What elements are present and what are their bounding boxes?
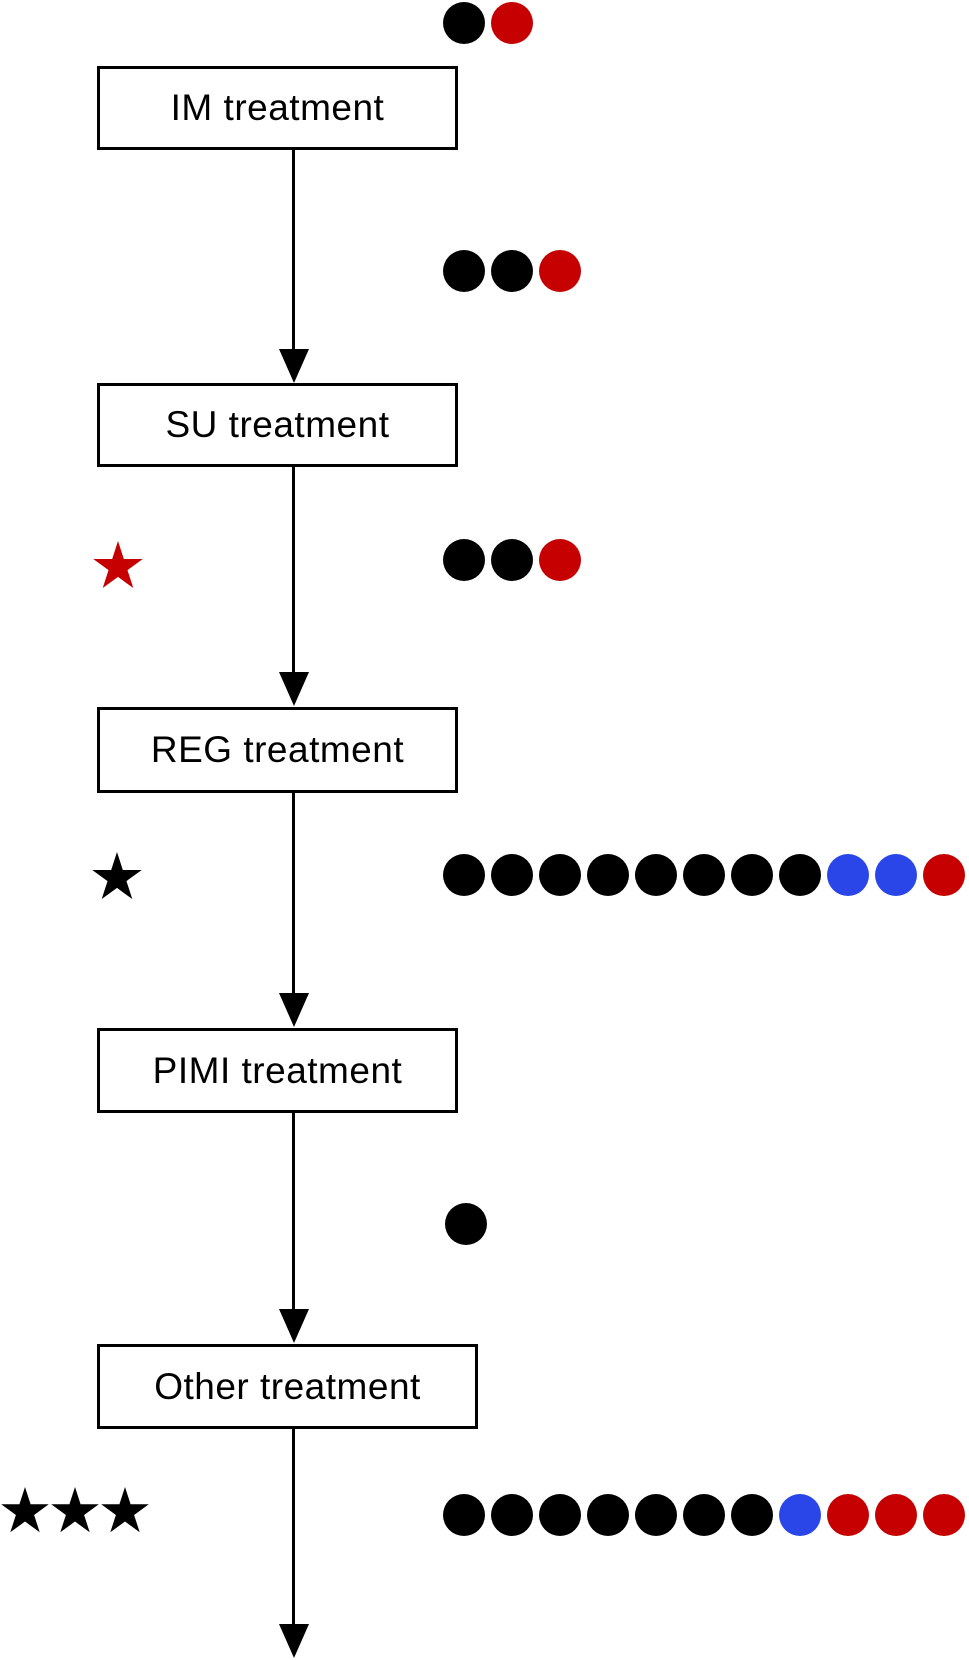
box-pimi-label: PIMI treatment bbox=[152, 1049, 403, 1091]
arrow-im-to-su-shaft bbox=[292, 150, 295, 350]
triple-black-star-marker bbox=[0, 1487, 150, 1537]
black-dot bbox=[443, 250, 485, 292]
arrow-im-to-su-arrowhead-icon bbox=[279, 349, 309, 383]
box-su-label: SU treatment bbox=[165, 404, 390, 445]
arrow-su-to-reg-shaft bbox=[292, 467, 295, 673]
black-star-marker bbox=[91, 852, 143, 904]
arrow-reg-to-pimi-shaft bbox=[292, 793, 295, 994]
blue-dot bbox=[827, 854, 869, 896]
black-dot bbox=[491, 250, 533, 292]
black-dot bbox=[683, 854, 725, 896]
dot-row-above-su bbox=[443, 250, 581, 292]
black-dot bbox=[635, 854, 677, 896]
red-dot bbox=[875, 1494, 917, 1536]
black-dot bbox=[491, 539, 533, 581]
black-dot bbox=[539, 1494, 581, 1536]
blue-dot bbox=[779, 1494, 821, 1536]
black-dot bbox=[731, 854, 773, 896]
red-dot bbox=[491, 2, 533, 44]
black-star-icon bbox=[51, 1487, 99, 1533]
red-dot bbox=[539, 250, 581, 292]
arrow-pimi-to-other-arrowhead-icon bbox=[279, 1309, 309, 1343]
dot-row-above-pimi bbox=[443, 854, 965, 896]
arrow-other-down-shaft bbox=[292, 1429, 295, 1625]
box-other-treatment: Other treatment bbox=[97, 1344, 478, 1429]
black-dot bbox=[635, 1494, 677, 1536]
black-dot bbox=[779, 854, 821, 896]
black-dot bbox=[491, 854, 533, 896]
red-dot bbox=[923, 1494, 965, 1536]
red-dot bbox=[923, 854, 965, 896]
red-dot bbox=[539, 539, 581, 581]
arrow-other-down-arrowhead-icon bbox=[279, 1624, 309, 1658]
black-dot bbox=[587, 854, 629, 896]
arrow-reg-to-pimi-arrowhead-icon bbox=[279, 993, 309, 1027]
black-star-icon bbox=[92, 852, 142, 900]
dot-row-below-other bbox=[443, 1494, 965, 1536]
blue-dot bbox=[875, 854, 917, 896]
box-pimi-treatment: PIMI treatment bbox=[97, 1028, 458, 1113]
arrow-su-to-reg-arrowhead-icon bbox=[279, 672, 309, 706]
red-star-icon bbox=[93, 541, 143, 589]
box-reg-treatment: REG treatment bbox=[97, 707, 458, 793]
black-star-icon bbox=[101, 1487, 149, 1533]
box-im-label: IM treatment bbox=[170, 87, 385, 128]
black-star-icon bbox=[1, 1487, 49, 1533]
box-im-treatment: IM treatment bbox=[97, 66, 458, 150]
black-dot bbox=[445, 1203, 487, 1245]
black-dot bbox=[443, 854, 485, 896]
red-star-marker bbox=[92, 541, 144, 593]
black-dot bbox=[539, 854, 581, 896]
dot-row-above-im bbox=[443, 2, 533, 44]
black-dot bbox=[587, 1494, 629, 1536]
box-su-treatment: SU treatment bbox=[97, 383, 458, 467]
black-dot bbox=[443, 1494, 485, 1536]
black-dot bbox=[683, 1494, 725, 1536]
black-dot bbox=[443, 539, 485, 581]
dot-row-above-other bbox=[445, 1203, 487, 1245]
arrow-pimi-to-other-shaft bbox=[292, 1113, 295, 1310]
red-dot bbox=[827, 1494, 869, 1536]
black-dot bbox=[731, 1494, 773, 1536]
dot-row-above-reg bbox=[443, 539, 581, 581]
box-other-label: Other treatment bbox=[154, 1365, 421, 1407]
box-reg-label: REG treatment bbox=[150, 729, 405, 770]
black-dot bbox=[443, 2, 485, 44]
black-dot bbox=[491, 1494, 533, 1536]
